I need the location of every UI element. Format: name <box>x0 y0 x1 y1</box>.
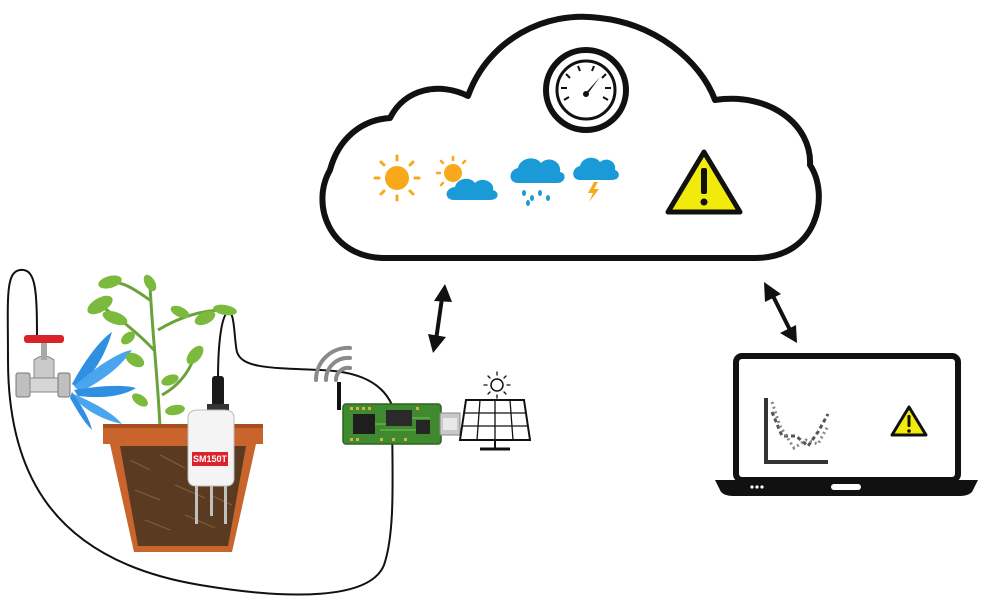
rain-cloud-icon <box>510 158 565 206</box>
bidirectional-arrow-icon <box>764 282 797 343</box>
bidirectional-arrow-icon <box>428 284 452 353</box>
water-valve-icon <box>15 335 71 398</box>
partly-cloudy-icon <box>435 155 498 200</box>
soil-moisture-sensor-icon: SM150T <box>187 376 235 524</box>
warning-icon <box>890 405 928 437</box>
usb-datalogger-icon <box>337 382 461 445</box>
warning-icon <box>665 149 743 215</box>
sensor-label: SM150T <box>193 454 228 464</box>
laptop-icon <box>715 353 978 496</box>
water-spray-icon <box>70 332 136 430</box>
line-chart-icon <box>764 398 830 464</box>
potted-plant-icon <box>87 274 263 552</box>
solar-panel-icon <box>458 371 532 451</box>
thunderstorm-icon <box>573 157 619 202</box>
cable <box>6 268 394 596</box>
gauge-icon <box>543 47 629 133</box>
sun-icon <box>373 154 421 202</box>
wireless-signal-icon <box>313 345 352 382</box>
